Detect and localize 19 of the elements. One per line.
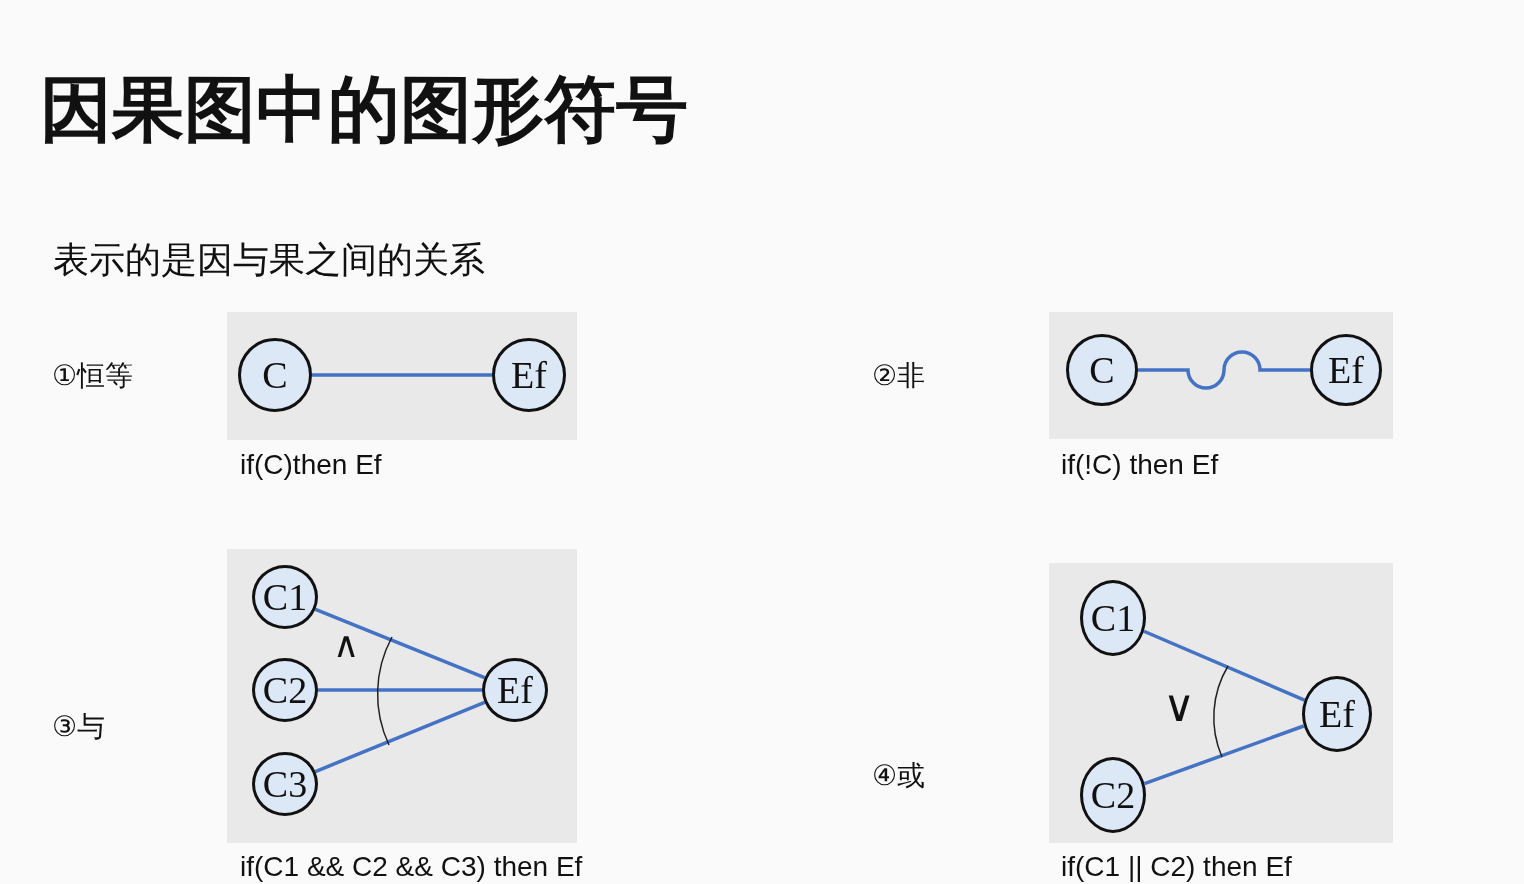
connector-line xyxy=(314,700,486,774)
condition-text: if(C)then Ef xyxy=(240,449,382,481)
condition-text: if(!C) then Ef xyxy=(1061,449,1219,481)
symbol-name: ②非 xyxy=(872,359,926,393)
condition-text: if(C1 && C2 && C3) then Ef xyxy=(240,851,583,883)
symbol-name: ①恒等 xyxy=(52,359,134,393)
connector-line xyxy=(318,688,482,692)
negation-line xyxy=(1138,350,1310,390)
connector-line xyxy=(312,373,492,377)
symbol-name: ④或 xyxy=(872,759,926,793)
and-symbol: ∧ xyxy=(333,624,360,665)
or-symbol: ∨ xyxy=(1163,680,1196,731)
connector-line xyxy=(1143,724,1305,786)
symbol-name: ③与 xyxy=(52,710,106,744)
connector-line xyxy=(314,607,486,680)
slide-title: 因果图中的图形符号 xyxy=(40,68,688,151)
connector-line xyxy=(1143,629,1306,702)
subtitle-text: 表示的是因与果之间的关系 xyxy=(53,238,485,282)
condition-text: if(C1 || C2) then Ef xyxy=(1061,851,1292,883)
